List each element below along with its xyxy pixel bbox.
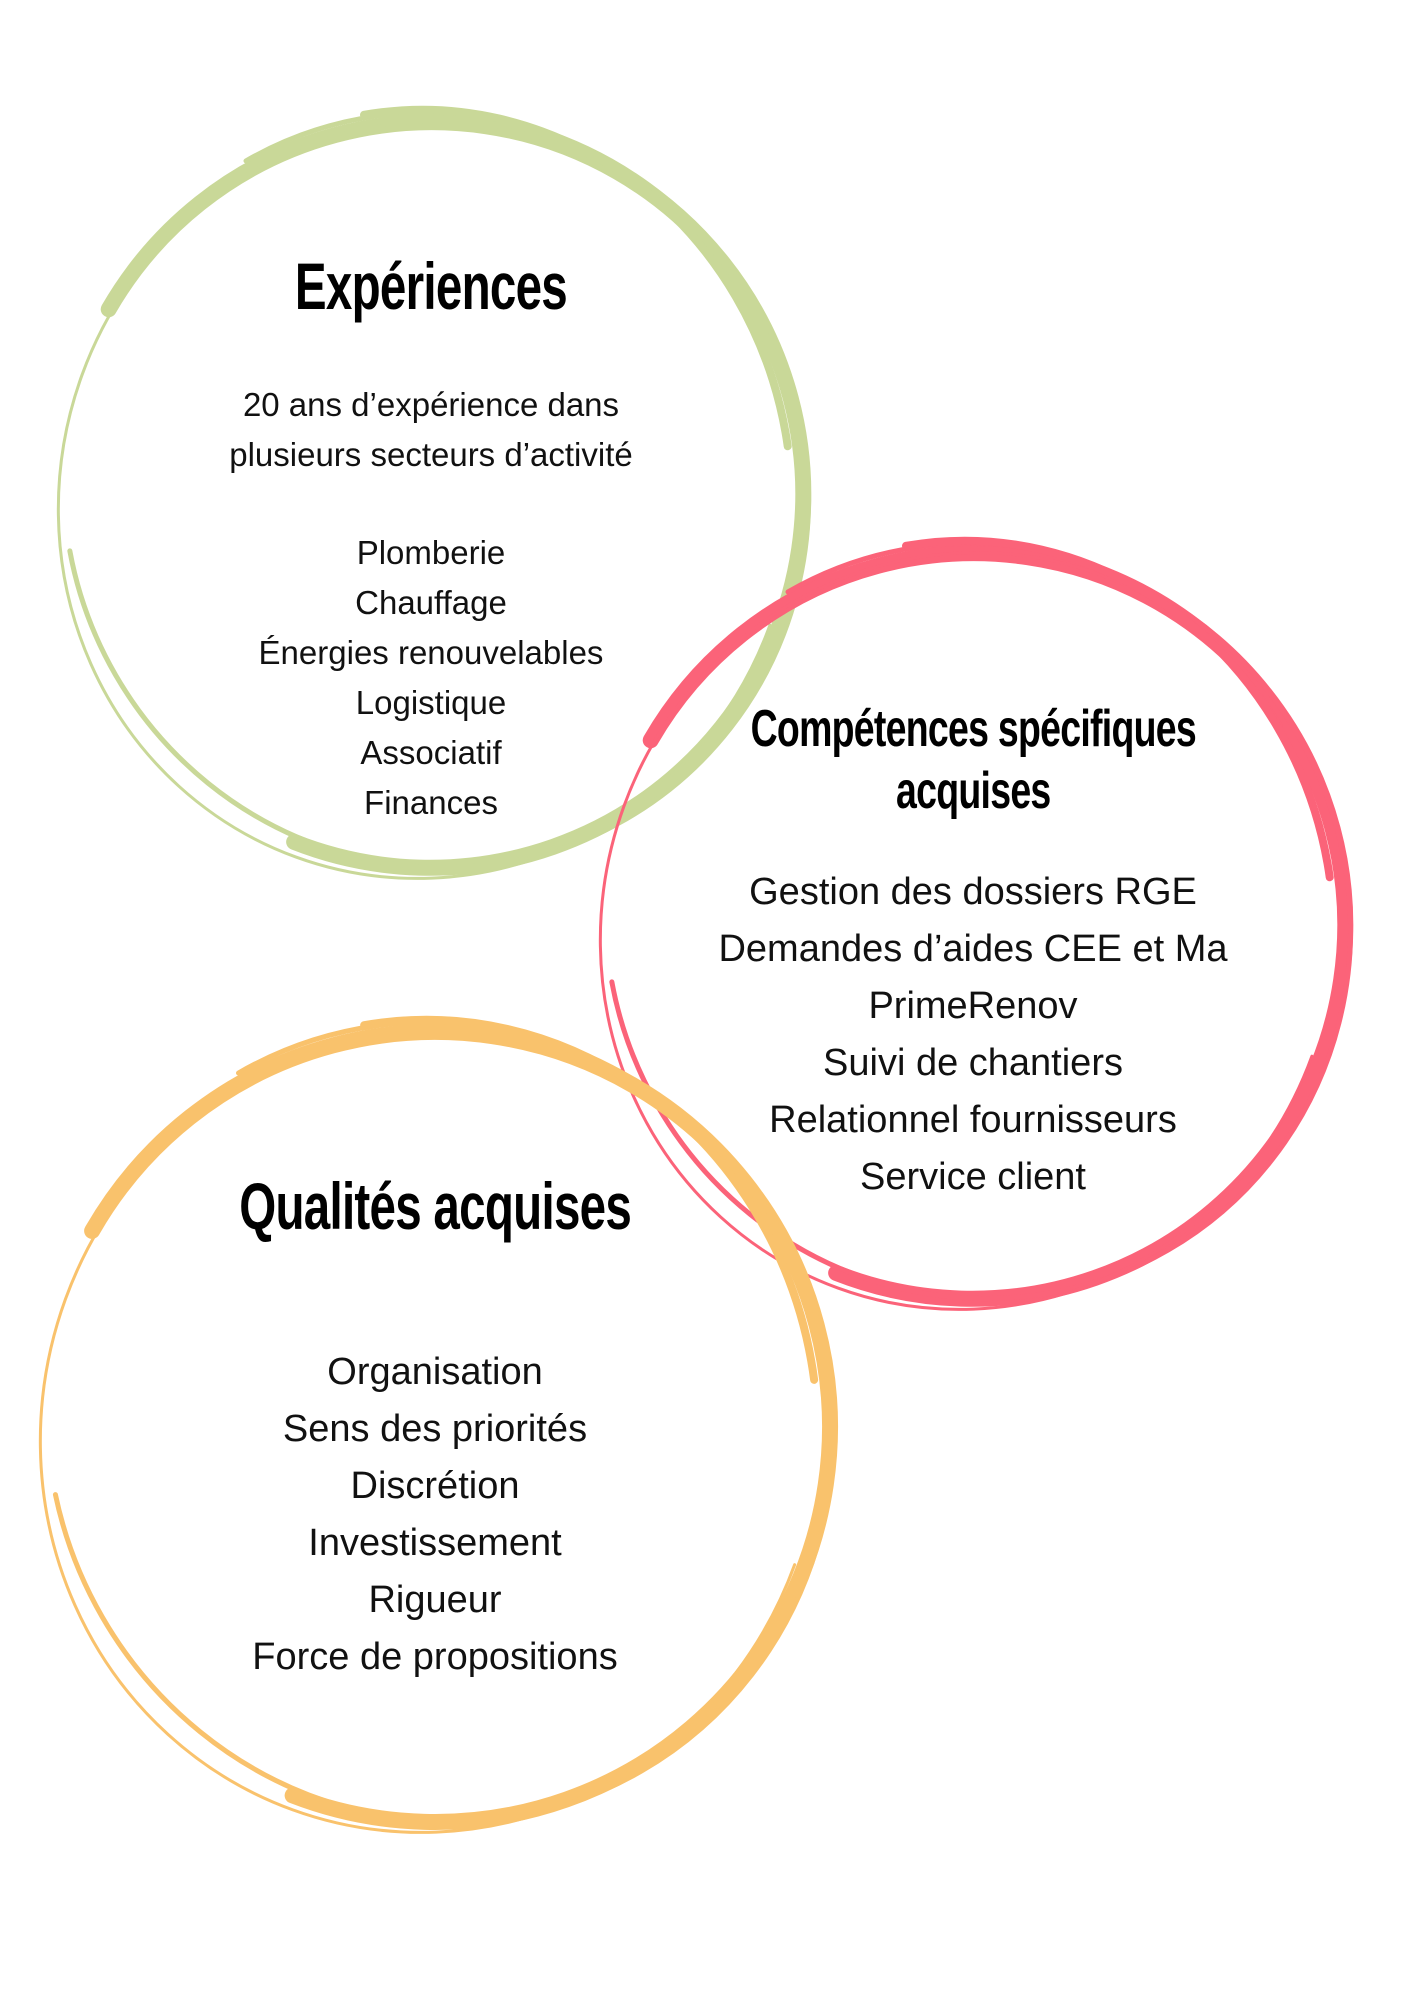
- list-item: Logistique: [355, 684, 507, 721]
- list-item: Énergies renouvelables: [258, 634, 604, 671]
- list-item: Force de propositions: [252, 1636, 618, 1678]
- list-item: Service client: [860, 1156, 1086, 1198]
- qualites-title: Qualités acquises: [239, 1169, 632, 1243]
- list-item: Organisation: [327, 1351, 543, 1393]
- qualites-section: Qualités acquises Organisation Sens des …: [85, 1168, 785, 1686]
- list-item: Discrétion: [350, 1465, 520, 1507]
- competences-title-line2: acquises: [895, 762, 1051, 820]
- list-item: Relationnel fournisseurs: [769, 1099, 1177, 1141]
- competences-list: Gestion des dossiers RGE Demandes d’aide…: [623, 864, 1323, 1206]
- experiences-intro: 20 ans d’expérience dans plusieurs secte…: [131, 380, 731, 480]
- competences-title: Compétences spécifiques: [750, 700, 1196, 758]
- list-item: PrimeRenov: [868, 985, 1078, 1027]
- intro-line: plusieurs secteurs d’activité: [229, 436, 633, 473]
- list-item: Finances: [364, 784, 498, 821]
- list-item: Demandes d’aides CEE et Ma: [718, 928, 1228, 970]
- list-item: Associatif: [360, 734, 502, 771]
- experiences-title: Expériences: [294, 249, 568, 323]
- list-item: Rigueur: [368, 1579, 502, 1621]
- experiences-circle: [50, 105, 812, 885]
- experiences-list: Plomberie Chauffage Énergies renouvelabl…: [131, 528, 731, 828]
- list-item: Sens des priorités: [282, 1408, 588, 1450]
- competences-section: Compétences spécifiques acquises Gestion…: [623, 698, 1323, 1206]
- qualites-list: Organisation Sens des priorités Discréti…: [85, 1344, 785, 1686]
- list-item: Suivi de chantiers: [823, 1042, 1123, 1084]
- experiences-section: Expériences 20 ans d’expérience dans plu…: [131, 248, 731, 828]
- list-item: Chauffage: [355, 584, 507, 621]
- intro-line: 20 ans d’expérience dans: [242, 386, 620, 423]
- list-item: Gestion des dossiers RGE: [749, 871, 1197, 913]
- list-item: Investissement: [308, 1522, 562, 1564]
- list-item: Plomberie: [356, 534, 506, 571]
- qualites-circle: [32, 1015, 838, 1839]
